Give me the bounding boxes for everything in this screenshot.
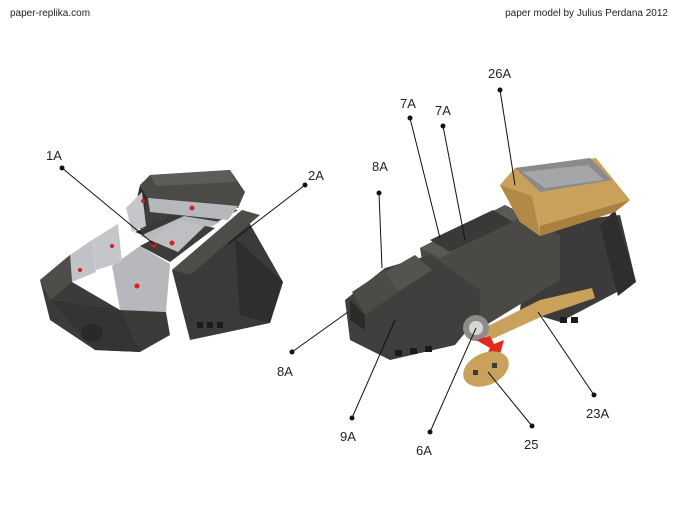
label-2A: 2A [308, 168, 324, 183]
label-8A-top: 8A [372, 159, 388, 174]
label-6A: 6A [416, 443, 432, 458]
leader-lines [59, 87, 597, 435]
label-8A-left: 8A [277, 364, 293, 379]
insert-arrow-icon [476, 336, 504, 356]
site-name: paper-replika.com [10, 8, 91, 19]
part-26A [500, 158, 630, 236]
label-7A-b: 7A [435, 103, 451, 118]
part-25 [463, 351, 509, 387]
label-1A: 1A [46, 148, 62, 163]
label-25: 25 [524, 437, 538, 452]
part-1A [70, 192, 238, 312]
credit-line: paper model by Julius Perdana 2012 [505, 8, 668, 19]
red-markers [78, 199, 195, 289]
label-26A: 26A [488, 66, 511, 81]
part-23A [480, 288, 595, 340]
label-23A: 23A [586, 406, 609, 421]
front-body [345, 255, 480, 360]
left-body [40, 255, 170, 352]
label-9A: 9A [340, 429, 356, 444]
right-assembly [345, 158, 636, 387]
callout-labels: 1A 2A 8A 8A 7A 7A 26A 9A 6A 25 23A [46, 66, 609, 458]
left-assembly [40, 170, 283, 352]
label-7A-a: 7A [400, 96, 416, 111]
part-2A [172, 210, 283, 340]
